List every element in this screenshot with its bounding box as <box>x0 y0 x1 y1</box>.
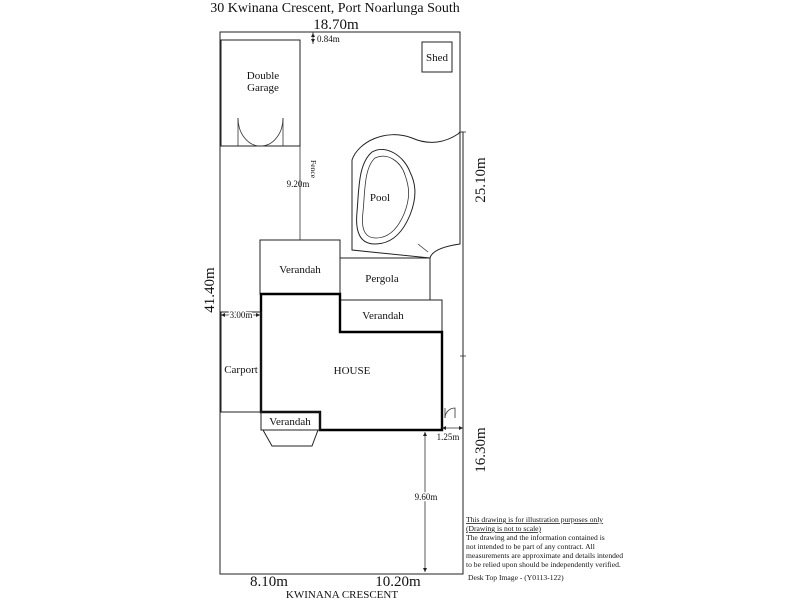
side-gap-dimension: 1.25m <box>437 432 460 442</box>
front-right-dimension: 10.20m <box>375 574 421 590</box>
front-setback-arrow <box>423 432 427 572</box>
garage-offset-arrow <box>311 32 315 44</box>
pool <box>356 149 416 245</box>
disclaimer-line4: not intended to be part of any contract.… <box>466 542 595 551</box>
garage-label-line1: Double <box>247 70 280 82</box>
garage-doors-icon <box>237 117 284 147</box>
front-setback-dimension: 9.60m <box>415 492 438 502</box>
side-gap-arrow <box>442 426 463 430</box>
double-garage <box>220 39 301 147</box>
pool-label: Pool <box>370 192 390 204</box>
disclaimer-line3: The drawing and the information containe… <box>466 533 605 542</box>
pool-surround <box>351 130 461 259</box>
disclaimer-line6: to be relied upon should be independentl… <box>466 560 621 569</box>
left-depth-dimension: 41.40m <box>202 267 218 313</box>
disclaimer-line5: measurements are approximate and details… <box>466 551 623 560</box>
verandah-top-label: Verandah <box>279 264 321 276</box>
disclaimer-line1: This drawing is for illustration purpose… <box>466 515 603 524</box>
plan-title: 30 Kwinana Crescent, Port Noarlunga Sout… <box>210 1 460 16</box>
garage-label-line2: Garage <box>247 82 279 94</box>
fence-label: Fence <box>309 160 318 179</box>
garage-offset-dimension: 0.84m <box>317 34 340 44</box>
right-lower-dimension: 16.30m <box>473 427 489 473</box>
fence-length-dimension: 9.20m <box>287 179 310 189</box>
carport <box>220 311 262 413</box>
verandah-front-label: Verandah <box>269 416 311 428</box>
right-upper-dimension: 25.10m <box>473 157 489 203</box>
pergola-label: Pergola <box>365 273 399 285</box>
carport-label: Carport <box>224 364 258 376</box>
side-door-icon <box>444 407 456 419</box>
top-width-dimension: 18.70m <box>313 17 359 33</box>
side-setback-dimension: 3.00m <box>230 310 253 320</box>
house-label: HOUSE <box>334 365 371 377</box>
image-credit: Desk Top Image - (Y0113-122) <box>468 573 564 582</box>
shed-label: Shed <box>426 52 449 64</box>
front-left-dimension: 8.10m <box>250 574 288 590</box>
side-setback-arrow <box>221 313 260 317</box>
street-name: KWINANA CRESCENT <box>286 589 398 600</box>
pool-gate <box>417 243 429 253</box>
shed <box>421 41 453 73</box>
pool-inner-edge <box>362 155 410 239</box>
verandah-mid-label: Verandah <box>362 310 404 322</box>
house <box>259 292 444 432</box>
disclaimer-line2: (Drawing is not to scale) <box>466 524 542 533</box>
front-steps <box>262 429 319 447</box>
